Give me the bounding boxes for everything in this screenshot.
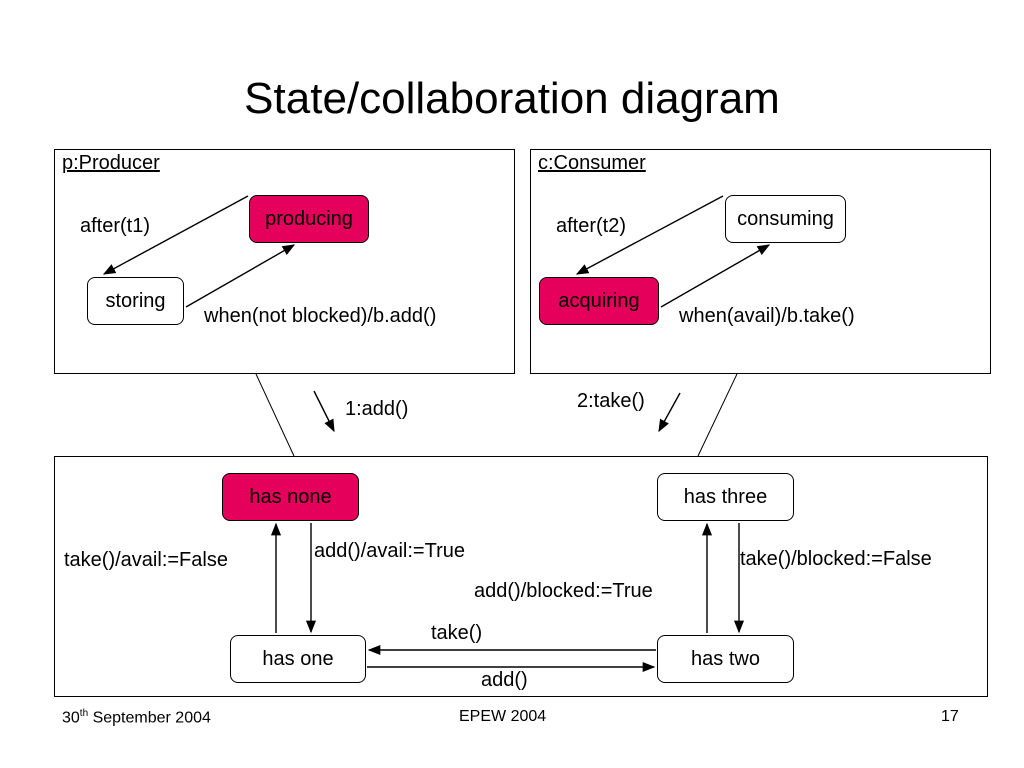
consumer-frame [530, 149, 991, 374]
label-add-avail-true: add()/avail:=True [314, 540, 465, 562]
consumer-label: c:Consumer [538, 152, 646, 174]
footer-date: 30th September 2004 [62, 708, 211, 727]
footer-page-number: 17 [941, 708, 959, 725]
consumer-after-label: after(t2) [556, 215, 627, 237]
message-add: 1:add() [345, 398, 409, 420]
state-acquiring: acquiring [539, 277, 659, 325]
state-has-one: has one [230, 635, 366, 683]
producer-when-label: when(not blocked)/b.add() [204, 305, 437, 327]
link-consumer-buffer [697, 373, 738, 457]
state-has-three: has three [657, 473, 794, 521]
footer-date-rest: September 2004 [88, 709, 211, 727]
label-take-avail-false: take()/avail:=False [64, 549, 228, 571]
state-has-two: has two [657, 635, 794, 683]
buffer-frame [54, 456, 988, 697]
state-storing: storing [87, 277, 184, 325]
state-has-none: has none [222, 473, 359, 521]
producer-frame [54, 149, 515, 374]
consumer-when-label: when(avail)/b.take() [679, 305, 855, 327]
message-add-arrow [313, 390, 335, 433]
label-take-blocked-false: take()/blocked:=False [740, 548, 932, 570]
label-take: take() [431, 622, 483, 644]
footer-date-suffix: th [79, 708, 89, 719]
label-add-blocked-true: add()/blocked:=True [474, 580, 653, 602]
footer-date-day: 30 [62, 709, 80, 727]
footer-event: EPEW 2004 [459, 708, 547, 725]
state-consuming: consuming [725, 195, 846, 243]
producer-after-label: after(t1) [80, 215, 151, 237]
message-take-arrow [658, 392, 681, 433]
message-take: 2:take() [577, 390, 645, 412]
label-add: add() [481, 669, 528, 691]
state-producing: producing [249, 195, 369, 243]
producer-label: p:Producer [62, 152, 160, 174]
slide-title: State/collaboration diagram [244, 74, 780, 123]
link-producer-buffer [255, 373, 295, 457]
